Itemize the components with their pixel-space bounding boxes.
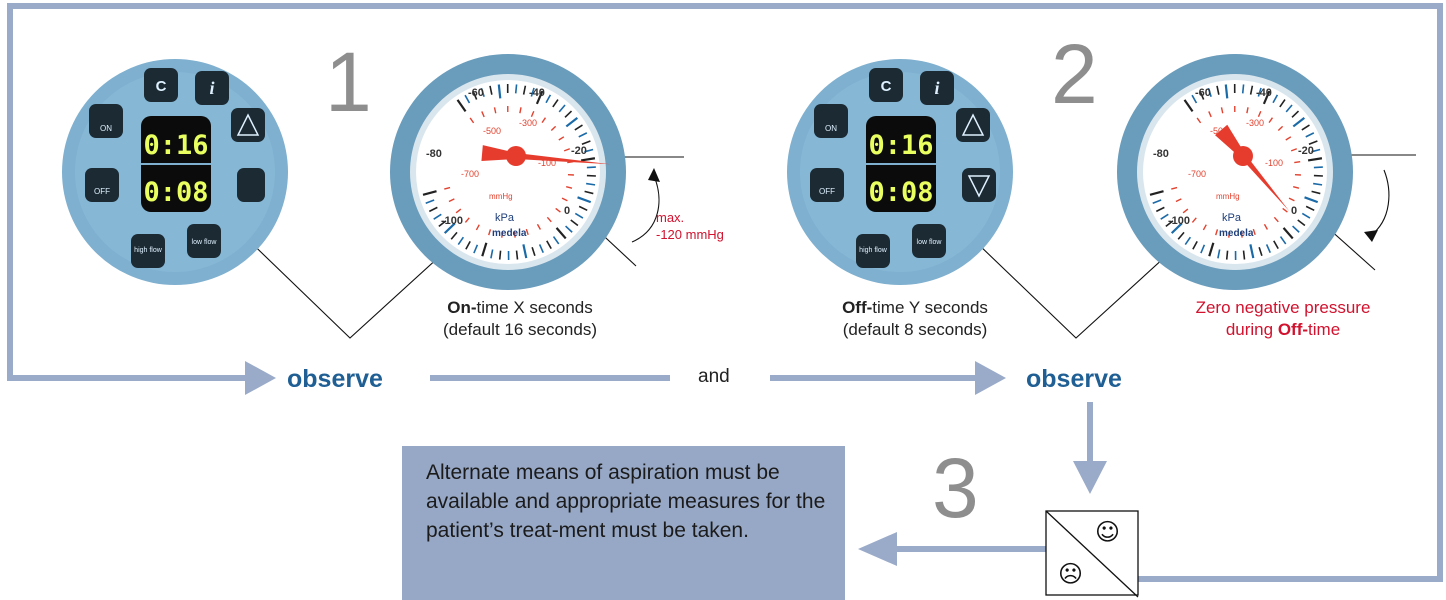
gauge-tick (1314, 167, 1323, 168)
pump-control-2: C i ON OFF high flow low flow 0:16 0:08 (784, 56, 1016, 288)
gauge-outer-label: -100 (441, 215, 463, 227)
gauge-tick (1243, 84, 1244, 93)
info-button[interactable]: i (920, 71, 954, 105)
gauge-tick (1294, 162, 1300, 163)
increase-button[interactable] (231, 108, 265, 142)
gauge-outer-label: -60 (468, 87, 484, 99)
increase-button[interactable] (956, 108, 990, 142)
observe-label-1: observe (287, 367, 383, 392)
high-flow-button[interactable]: high flow (131, 234, 165, 268)
svg-text:medela: medela (1219, 228, 1254, 239)
gauge-tick (587, 167, 596, 168)
gauge-outer-label: -80 (426, 148, 442, 160)
arrow-to-observe-2 (975, 361, 1006, 395)
gauge-inner-label: -100 (1265, 158, 1283, 168)
gauge-tick (1226, 84, 1227, 98)
off-button[interactable]: OFF (85, 168, 119, 202)
off-time-readout: 0:08 (143, 177, 208, 208)
high-flow-button[interactable]: high flow (856, 234, 890, 268)
svg-text:i: i (934, 78, 939, 98)
svg-text:kPa: kPa (1222, 212, 1242, 224)
svg-text:ON: ON (100, 124, 112, 133)
happy-face-icon: ☺ (1095, 520, 1120, 544)
low-flow-button[interactable]: low flow (187, 224, 221, 258)
gauge-tick (499, 84, 500, 98)
arrow-down (1073, 461, 1107, 494)
pump-control-1: C i ON OFF high flow low flow 0:16 0:08 (59, 56, 291, 288)
svg-text:i: i (209, 78, 214, 98)
decrease-button[interactable] (962, 168, 996, 202)
on-time-caption: On-time X seconds (default 16 seconds) (405, 297, 635, 341)
warning-note: Alternate means of aspiration must be av… (402, 446, 845, 600)
clear-button[interactable]: C (144, 68, 178, 102)
and-label: and (698, 366, 730, 388)
max-arrow-curve (632, 176, 659, 242)
low-flow-button[interactable]: low flow (912, 224, 946, 258)
gauge-outer-label: -20 (1298, 145, 1314, 157)
arrow-to-observe-1 (245, 361, 276, 395)
gauge-inner-label: -700 (461, 169, 479, 179)
off-time-readout: 0:08 (868, 177, 933, 208)
gauge-inner-label: -700 (1188, 169, 1206, 179)
decrease-button[interactable] (237, 168, 265, 202)
arrow-left (858, 532, 897, 566)
svg-text:mmHg: mmHg (1216, 192, 1240, 201)
svg-text:medela: medela (492, 228, 527, 239)
svg-text:C: C (156, 78, 167, 95)
on-button[interactable]: ON (814, 104, 848, 138)
svg-text:kPa: kPa (495, 212, 515, 224)
off-time-caption: Off-time Y seconds (default 8 seconds) (800, 297, 1030, 341)
on-button[interactable]: ON (89, 104, 123, 138)
observe-label-2: observe (1026, 367, 1122, 392)
step-number-1: 1 (325, 40, 372, 124)
svg-text:high flow: high flow (859, 247, 888, 254)
gauge-tick (500, 251, 501, 260)
svg-text:low flow: low flow (917, 239, 943, 246)
gauge-tick (517, 251, 518, 260)
on-time-readout: 0:16 (143, 130, 208, 161)
step-number-2: 2 (1051, 32, 1098, 116)
svg-text:ON: ON (825, 124, 837, 133)
gauge-inner-label: -300 (1246, 118, 1264, 128)
gauge-tick (1227, 251, 1228, 260)
svg-text:OFF: OFF (819, 187, 835, 196)
gauge-tick (516, 84, 517, 93)
off-button[interactable]: OFF (810, 168, 844, 202)
gauge-tick (1244, 251, 1245, 260)
clear-button[interactable]: C (869, 68, 903, 102)
svg-text:mmHg: mmHg (489, 192, 513, 201)
zero-arrow-curve (1370, 170, 1389, 236)
gauge-outer-label: 0 (564, 205, 570, 217)
on-time-readout: 0:16 (868, 130, 933, 161)
svg-text:C: C (881, 78, 892, 95)
step-number-3: 3 (932, 446, 979, 530)
svg-text:OFF: OFF (94, 187, 110, 196)
pressure-gauge-2: -60 -40 -20 -80 -100 0 -300 -500 -100 -7… (1113, 52, 1363, 292)
gauge-outer-label: -100 (1168, 215, 1190, 227)
gauge-outer-label: -60 (1195, 87, 1211, 99)
gauge-outer-label: -40 (1256, 87, 1272, 99)
max-pressure-label: max. -120 mmHg (656, 209, 724, 243)
gauge-outer-label: 0 (1291, 205, 1297, 217)
gauge-outer-label: -40 (529, 87, 545, 99)
sad-face-icon: ☹ (1058, 562, 1083, 586)
svg-text:high flow: high flow (134, 247, 163, 254)
gauge-outer-label: -80 (1153, 148, 1169, 160)
gauge-inner-label: -300 (519, 118, 537, 128)
gauge-inner-label: -500 (483, 126, 501, 136)
info-button[interactable]: i (195, 71, 229, 105)
svg-text:low flow: low flow (192, 239, 218, 246)
gauge-outer-label: -20 (571, 145, 587, 157)
zero-pressure-caption: Zero negative pressure during Off-time (1163, 297, 1403, 341)
pressure-gauge-1: -60 -40 -20 -80 -100 0 -300 -500 -100 -7… (386, 52, 636, 292)
